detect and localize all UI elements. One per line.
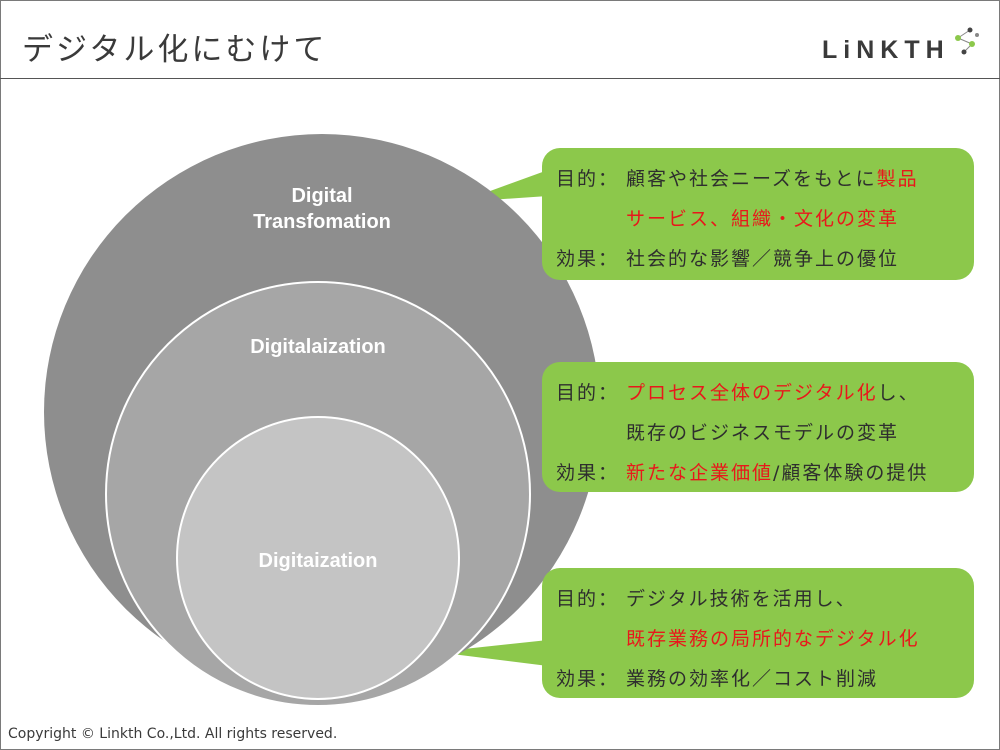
purpose-row-2: 既存のビジネスモデルの変革 xyxy=(626,418,899,445)
purpose-row: 目的： デジタル技術を活用し、 xyxy=(556,584,857,611)
purpose-label: 目的： xyxy=(556,588,620,610)
circle-digitization xyxy=(176,416,460,700)
purpose-text: 顧客や社会ニーズをもとに xyxy=(626,168,877,190)
purpose-highlight: 製品 xyxy=(876,168,919,190)
callout-tail-digitization xyxy=(436,640,548,666)
copyright-footer: Copyright © Linkth Co.,Ltd. All rights r… xyxy=(8,726,338,742)
callout-transformation: 目的： 顧客や社会ニーズをもとに製品 サービス、組織・文化の変革 効果： 社会的な影… xyxy=(542,148,974,280)
effect-text: /顧客体験の提供 xyxy=(773,462,929,484)
label-digitalization: Digitalaization xyxy=(250,336,386,358)
logo-text: LiNKTH xyxy=(822,36,950,64)
purpose-label: 目的： xyxy=(556,382,620,404)
purpose-row: 目的： プロセス全体のデジタル化し、 xyxy=(556,378,920,405)
purpose-highlight: プロセス全体のデジタル化 xyxy=(626,382,878,404)
effect-row: 効果： 業務の効率化／コスト削減 xyxy=(556,664,878,691)
purpose-row: 目的： 顧客や社会ニーズをもとに製品 xyxy=(556,164,919,191)
page-title: デジタル化にむけて xyxy=(22,32,328,68)
header: デジタル化にむけて LiNKTH xyxy=(0,0,1000,79)
effect-row: 効果： 社会的な影響／競争上の優位 xyxy=(556,244,899,271)
purpose-text: デジタル技術を活用し、 xyxy=(626,588,857,610)
effect-text: 社会的な影響／競争上の優位 xyxy=(626,248,900,270)
effect-row: 効果： 新たな企業価値/顧客体験の提供 xyxy=(556,458,928,485)
purpose-text-2: 既存のビジネスモデルの変革 xyxy=(626,422,900,444)
purpose-row-2: サービス、組織・文化の変革 xyxy=(626,204,899,231)
purpose-highlight-2: 既存業務の局所的なデジタル化 xyxy=(626,628,920,650)
effect-label: 効果： xyxy=(556,248,620,270)
effect-label: 効果： xyxy=(556,668,620,690)
label-digitization: Digitaization xyxy=(258,550,378,572)
effect-label: 効果： xyxy=(556,462,620,484)
linkth-logo: LiNKTH xyxy=(822,27,982,68)
effect-highlight: 新たな企業価値 xyxy=(626,462,774,484)
purpose-text: し、 xyxy=(877,382,920,404)
callout-digitalization: 目的： プロセス全体のデジタル化し、 既存のビジネスモデルの変革 効果： 新たな企業… xyxy=(542,362,974,492)
purpose-label: 目的： xyxy=(556,168,620,190)
network-dots-icon xyxy=(955,27,979,55)
callout-digitization: 目的： デジタル技術を活用し、 既存業務の局所的なデジタル化 効果： 業務の効率化／… xyxy=(542,568,974,698)
effect-text: 業務の効率化／コスト削減 xyxy=(626,668,879,690)
purpose-row-2: 既存業務の局所的なデジタル化 xyxy=(626,624,920,651)
label-digital-transformation: Digital Transfomation xyxy=(253,185,391,233)
purpose-highlight-2: サービス、組織・文化の変革 xyxy=(626,208,900,230)
